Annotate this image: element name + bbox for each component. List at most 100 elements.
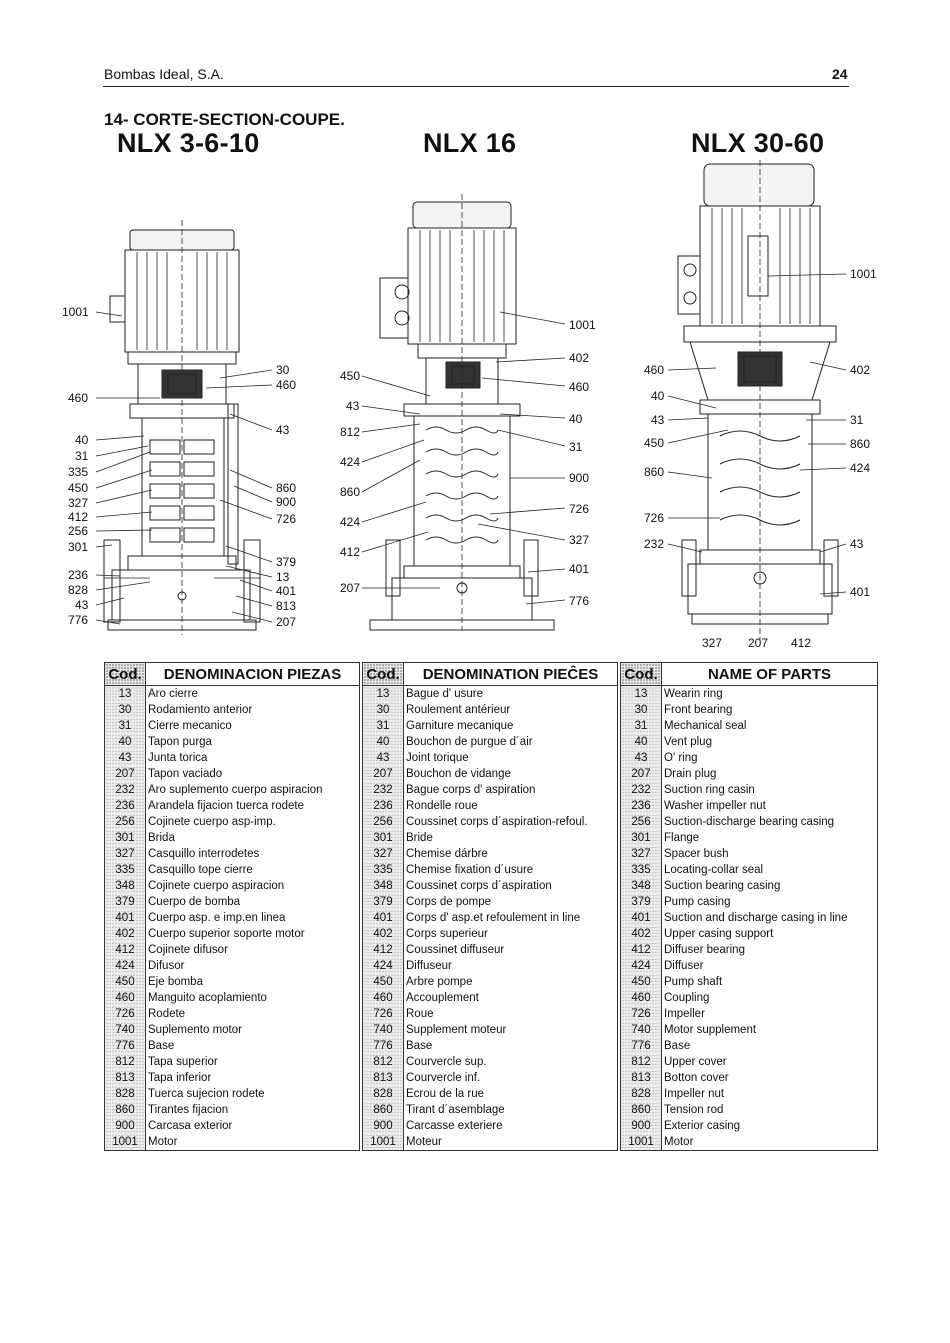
part-code: 776: [362, 1038, 404, 1054]
part-code: 348: [620, 878, 662, 894]
part-name: Casquillo tope cierre: [145, 862, 360, 878]
pump-drawing-nlx-3-6-10: [103, 220, 261, 635]
part-name: Tapon purga: [145, 734, 360, 750]
part-name: Cuerpo de bomba: [145, 894, 360, 910]
part-name: Upper casing support: [661, 926, 878, 942]
part-name: Bague d' usure: [403, 685, 618, 702]
part-code: 900: [620, 1118, 662, 1134]
part-code: 402: [620, 926, 662, 942]
part-name: Motor: [661, 1134, 878, 1151]
leaders-nlx-30-60: [667, 273, 847, 595]
part-name: Eje bomba: [145, 974, 360, 990]
pump-drawing-nlx-16: [369, 194, 555, 631]
part-name: Diffuseur: [403, 958, 618, 974]
part-code: 726: [104, 1006, 146, 1022]
callout-label: 726: [276, 512, 296, 526]
part-code: 256: [620, 814, 662, 830]
callout-label: 207: [276, 615, 296, 629]
callout-label: 900: [569, 471, 589, 485]
callout-label: 401: [276, 584, 296, 598]
callout-labels-nlx-3-6-10: 1001 460 40 31 335 450 327 412 256 301 2…: [62, 305, 296, 629]
part-code: 460: [620, 990, 662, 1006]
part-name: Joint torique: [403, 750, 618, 766]
leaders-nlx-3-6-10: [95, 311, 273, 625]
callout-label: 812: [340, 425, 360, 439]
callout-labels-nlx-16: 450 43 812 424 860 424 412 207 1001 402 …: [340, 318, 596, 608]
part-code: 31: [620, 718, 662, 734]
part-name: Wearin ring: [661, 685, 878, 702]
callout-label: 327: [702, 636, 722, 650]
part-name: Spacer bush: [661, 846, 878, 862]
part-name: Mechanical seal: [661, 718, 878, 734]
part-name: Vent plug: [661, 734, 878, 750]
part-name: Tension rod: [661, 1102, 878, 1118]
part-code: 43: [104, 750, 146, 766]
part-code: 401: [104, 910, 146, 926]
callout-label: 256: [68, 524, 88, 538]
callout-label: 424: [850, 461, 870, 475]
callout-label: 460: [644, 363, 664, 377]
part-code: 30: [104, 702, 146, 718]
callout-label: 401: [850, 585, 870, 599]
part-name: Aro suplemento cuerpo aspiracion: [145, 782, 360, 798]
code-column-header: Cod.: [620, 662, 662, 686]
code-column-header: Cod.: [362, 662, 404, 686]
part-name: Casquillo interrodetes: [145, 846, 360, 862]
part-code: 450: [620, 974, 662, 990]
part-code: 30: [362, 702, 404, 718]
part-name: Chemise fixation d´usure: [403, 862, 618, 878]
part-name: Bouchon de vidange: [403, 766, 618, 782]
part-code: 828: [362, 1086, 404, 1102]
callout-label: 460: [68, 391, 88, 405]
callout-label: 40: [651, 389, 665, 403]
part-name: Washer impeller nut: [661, 798, 878, 814]
part-code: 726: [362, 1006, 404, 1022]
pump-drawing-nlx-30-60: [677, 160, 839, 640]
part-code: 860: [362, 1102, 404, 1118]
callout-label: 726: [644, 511, 664, 525]
part-name: Moteur: [403, 1134, 618, 1151]
part-code: 412: [104, 942, 146, 958]
model-title-nlx-30-60: NLX 30-60: [691, 128, 825, 158]
leaders-nlx-16: [361, 311, 566, 605]
part-name: Tirant d´asemblage: [403, 1102, 618, 1118]
part-name: Bouchon de purgue d´air: [403, 734, 618, 750]
part-name: Coussinet corps d´aspiration-refoul.: [403, 814, 618, 830]
part-code: 401: [620, 910, 662, 926]
part-code: 813: [104, 1070, 146, 1086]
callout-label: 860: [276, 481, 296, 495]
callout-label: 450: [644, 436, 664, 450]
part-name: Difusor: [145, 958, 360, 974]
part-name: Base: [403, 1038, 618, 1054]
callout-label: 828: [68, 583, 88, 597]
page-number: 24: [832, 66, 848, 82]
part-code: 256: [104, 814, 146, 830]
name-column-header: DENOMINATION PIEĈES: [403, 662, 618, 686]
part-name: Botton cover: [661, 1070, 878, 1086]
callout-label: 860: [340, 485, 360, 499]
callout-label: 412: [340, 545, 360, 559]
